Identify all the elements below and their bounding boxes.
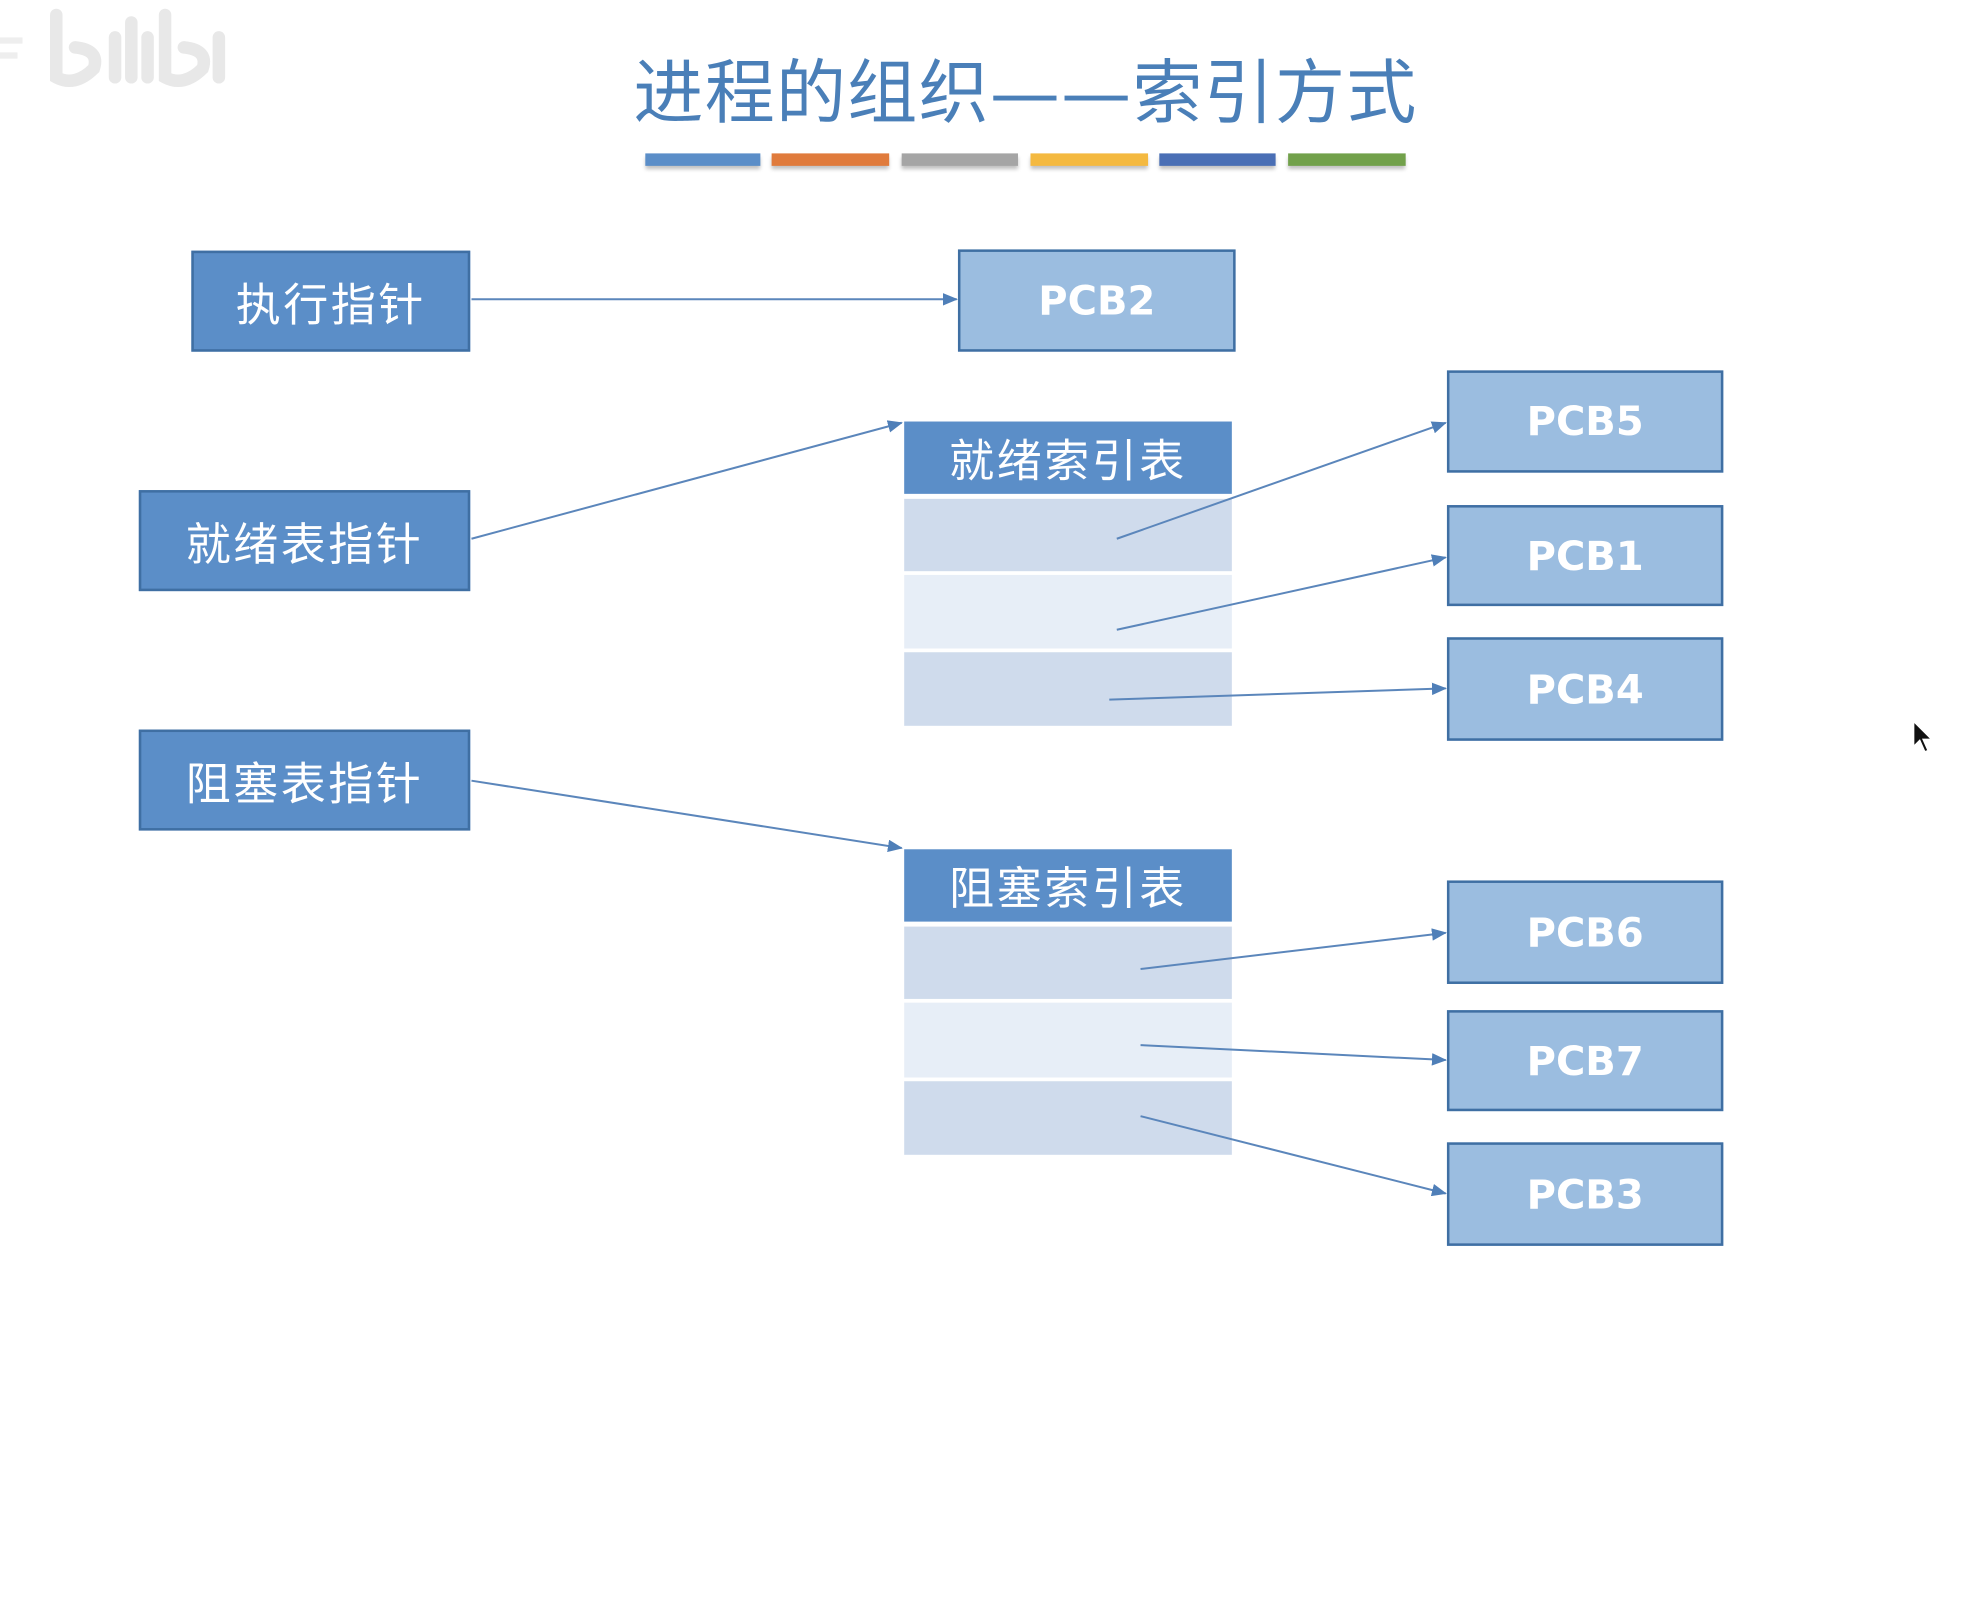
pcb7-box: PCB7 xyxy=(1446,1010,1724,1112)
pcb4-label: PCB4 xyxy=(1526,665,1644,713)
pcb7-label: PCB7 xyxy=(1526,1036,1644,1085)
ready-index-entry-3 xyxy=(904,652,1232,726)
connector-arrows xyxy=(471,293,1447,1197)
arrow-blocked-entry3-to-pcb3 xyxy=(1140,1115,1447,1197)
blocked-index-table-header: 阻塞索引表 xyxy=(904,849,1232,922)
arrow-blocked-entry1-to-pcb6 xyxy=(1140,928,1447,970)
ready-table-pointer-label: 就绪表指针 xyxy=(185,519,424,571)
ready-index-entry-2 xyxy=(904,574,1232,649)
arrow-ready-entry3-to-pcb4 xyxy=(1109,682,1447,701)
arrow-blocked-entry2-to-pcb7 xyxy=(1140,1044,1447,1066)
pcb1-box: PCB1 xyxy=(1446,505,1724,607)
pcb2-label: PCB2 xyxy=(1038,276,1156,325)
blocked-index-entry-1 xyxy=(904,926,1232,999)
blocked-index-entry-3 xyxy=(904,1081,1232,1155)
blocked-table-pointer-box: 阻塞表指针 xyxy=(138,729,471,831)
title-underline-navy xyxy=(1159,153,1276,166)
running-pointer-box: 执行指针 xyxy=(191,250,471,352)
ready-index-entry-1 xyxy=(904,498,1232,572)
pcb3-box: PCB3 xyxy=(1446,1142,1724,1246)
arrow-ready-entry1-to-pcb5 xyxy=(1116,421,1447,540)
title-underline-blue xyxy=(645,153,761,166)
title-underline-yellow xyxy=(1030,153,1149,166)
pcb4-box: PCB4 xyxy=(1446,637,1724,741)
pcb1-label: PCB1 xyxy=(1526,531,1644,580)
arrow-ready-pointer-to-ready-table xyxy=(471,420,903,540)
arrow-ready-entry2-to-pcb1 xyxy=(1116,554,1447,631)
ready-table-pointer-box: 就绪表指针 xyxy=(138,490,471,592)
mouse-pointer-icon xyxy=(1912,719,1935,754)
bilibili-watermark-logo xyxy=(0,8,226,87)
title-underline-green xyxy=(1288,153,1406,166)
blocked-index-table-title: 阻塞索引表 xyxy=(949,864,1187,916)
pcb3-label: PCB3 xyxy=(1526,1170,1644,1218)
arrow-blocked-pointer-to-blocked-table xyxy=(471,779,903,853)
slide-title: 进程的组织——索引方式 xyxy=(633,53,1418,135)
running-pointer-label: 执行指针 xyxy=(235,279,426,332)
pcb6-box: PCB6 xyxy=(1446,880,1724,984)
pcb5-label: PCB5 xyxy=(1526,397,1644,446)
title-underline-gray xyxy=(901,153,1018,166)
pcb2-box: PCB2 xyxy=(957,249,1236,352)
ready-index-table-header: 就绪索引表 xyxy=(904,421,1232,494)
pcb5-box: PCB5 xyxy=(1446,370,1724,473)
blocked-index-entry-2 xyxy=(904,1002,1232,1078)
pcb6-label: PCB6 xyxy=(1526,908,1644,956)
title-underline-orange xyxy=(771,153,890,166)
ready-index-table-title: 就绪索引表 xyxy=(949,436,1187,488)
blocked-table-pointer-label: 阻塞表指针 xyxy=(185,758,424,810)
